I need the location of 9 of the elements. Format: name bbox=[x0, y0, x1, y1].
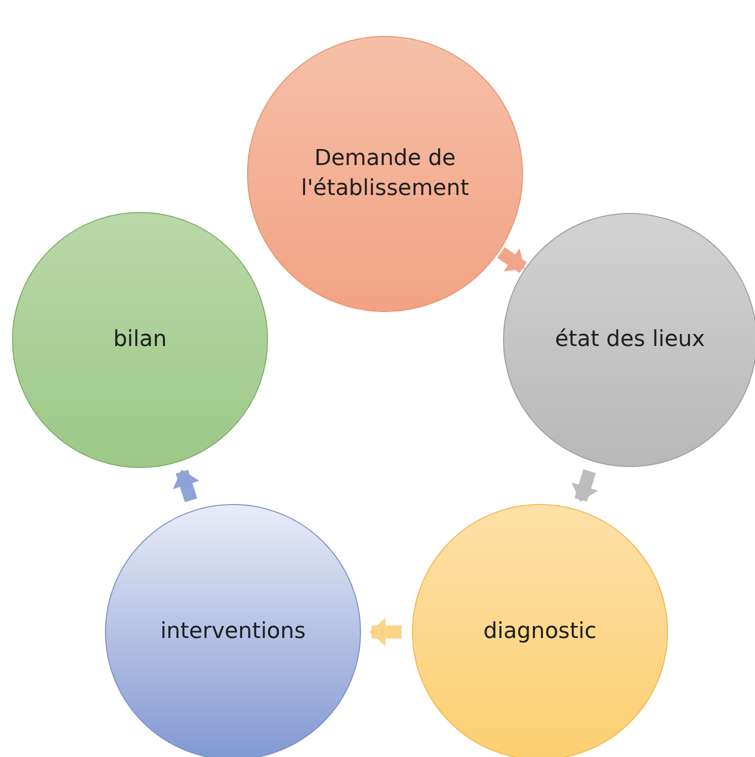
node-label: état des lieux bbox=[554, 326, 706, 354]
arrow bbox=[571, 469, 598, 502]
node-label: diagnostic bbox=[482, 618, 598, 646]
node-label: interventions bbox=[159, 618, 307, 646]
node-label: Demande de l'établissement bbox=[300, 145, 470, 203]
arrow bbox=[497, 247, 527, 274]
arrow bbox=[172, 470, 200, 502]
node-label: bilan bbox=[112, 326, 168, 354]
arrow bbox=[370, 618, 402, 646]
